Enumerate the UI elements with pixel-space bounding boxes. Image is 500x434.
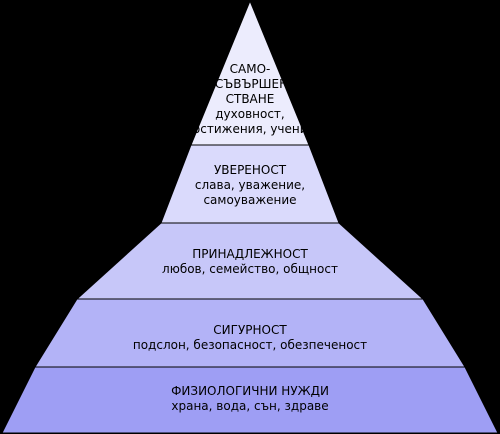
tier-label-esteem: УВЕРЕНОСТ слава, уважение, самоуважение xyxy=(0,163,500,208)
tier-subtitle-line: самоуважение xyxy=(203,193,297,207)
tier-subtitle-line: постижения, учение xyxy=(185,122,315,136)
tier-title-line: ПРИНАДЛЕЖНОСТ xyxy=(192,247,308,261)
tier-title-line: САМО- xyxy=(229,62,271,76)
tier-label-physiological: ФИЗИОЛОГИЧНИ НУЖДИ храна, вода, сън, здр… xyxy=(0,384,500,414)
tier-title-line: УСЪВЪРШЕН- xyxy=(207,77,293,91)
tier-label-safety: СИГУРНОСТ подслон, безопасност, обезпече… xyxy=(0,323,500,353)
tier-title-line: УВЕРЕНОСТ xyxy=(213,163,287,177)
tier-subtitle-line: подслон, безопасност, обезпеченост xyxy=(132,338,368,352)
pyramid-tier-physiological xyxy=(1,366,499,434)
tier-title-line: СТВАНЕ xyxy=(225,92,275,106)
tier-title-line: СИГУРНОСТ xyxy=(213,323,287,337)
tier-title-line: ФИЗИОЛОГИЧНИ НУЖДИ xyxy=(171,384,329,398)
tier-subtitle-line: слава, уважение, xyxy=(194,178,306,192)
tier-subtitle-line: духовност, xyxy=(215,107,285,121)
tier-subtitle-line: храна, вода, сън, здраве xyxy=(171,399,329,413)
tier-label-belonging: ПРИНАДЛЕЖНОСТ любов, семейство, общност xyxy=(0,247,500,277)
tier-label-self-actualization: САМО- УСЪВЪРШЕН- СТВАНЕ духовност, пости… xyxy=(0,62,500,137)
tier-subtitle-line: любов, семейство, общност xyxy=(162,262,338,276)
